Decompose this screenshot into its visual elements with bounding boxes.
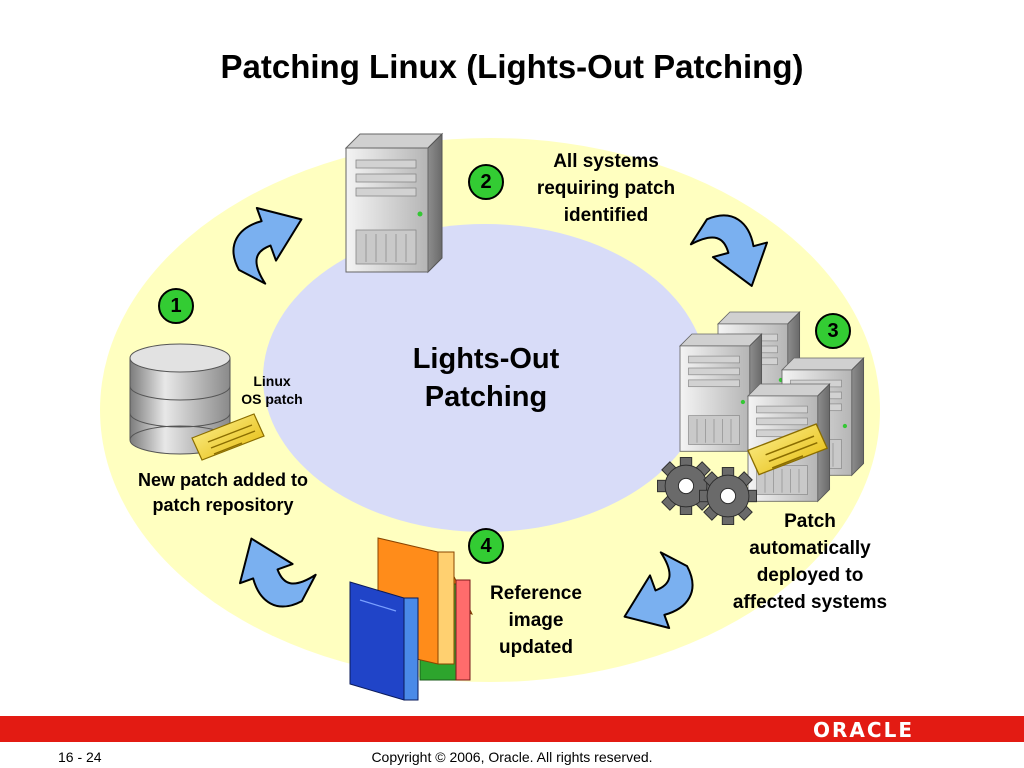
patching-cycle-diagram bbox=[100, 133, 880, 701]
slide-title: Patching Linux (Lights-Out Patching) bbox=[220, 48, 804, 85]
step-4-badge: 4 bbox=[468, 528, 504, 564]
step-2-badge: 2 bbox=[468, 164, 504, 200]
step-1-label: New patch added to patch repository bbox=[137, 470, 308, 515]
page-number: 16 - 24 bbox=[58, 749, 102, 765]
books-icon bbox=[349, 537, 473, 701]
step-3-badge: 3 bbox=[815, 313, 851, 349]
oracle-logo: ORACLE bbox=[813, 718, 914, 742]
step-3-label: Patch automatically deployed to affected… bbox=[732, 511, 888, 613]
gear-icon bbox=[657, 457, 715, 515]
center-label: Lights-Out Patching bbox=[412, 343, 560, 413]
patch-label: Linux OS patch bbox=[241, 373, 303, 407]
step-1-badge: 1 bbox=[158, 288, 194, 324]
copyright-notice: Copyright © 2006, Oracle. All rights res… bbox=[371, 749, 653, 765]
inner-ellipse bbox=[263, 224, 707, 532]
server-icon bbox=[345, 133, 443, 273]
footer-bar bbox=[0, 716, 1024, 742]
step-4-label: Reference image updated bbox=[490, 583, 582, 658]
step-2-label: All systems requiring patch identified bbox=[536, 151, 676, 226]
